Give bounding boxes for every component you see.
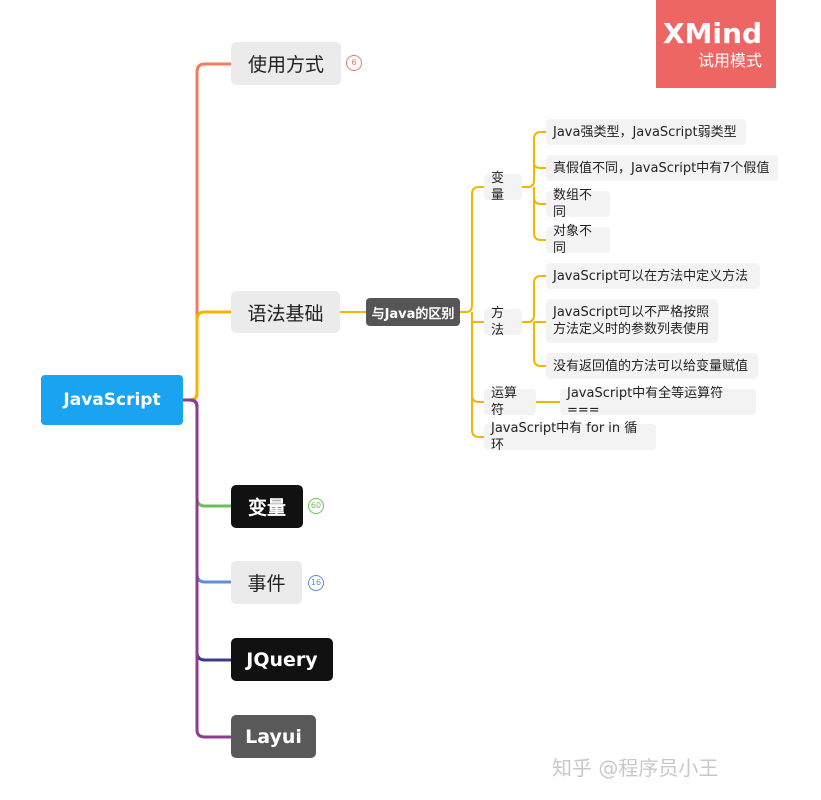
variable-diff-item[interactable]: 对象不同: [546, 224, 610, 256]
connector-groups: [460, 186, 484, 438]
operator-diff-item[interactable]: JavaScript中有全等运算符===: [560, 386, 756, 418]
footer-attribution: 知乎 @程序员小王: [552, 756, 719, 780]
operator-group-label[interactable]: 运算符: [484, 386, 536, 418]
connector-method-leaves: [522, 275, 546, 367]
method-diff-item[interactable]: JavaScript可以在方法中定义方法: [546, 263, 760, 289]
compare-with-java-topic[interactable]: 与Java的区别: [366, 298, 460, 326]
xmind-watermark: XMind 试用模式: [656, 0, 776, 88]
topic-usage-count-badge[interactable]: 6: [346, 55, 362, 71]
connector-syntax: [183, 310, 231, 402]
connector-variables: [183, 398, 231, 508]
watermark-brand: XMind: [662, 17, 762, 50]
topic-syntax[interactable]: 语法基础: [231, 291, 340, 333]
connector-layui: [183, 398, 231, 739]
topic-usage[interactable]: 使用方式: [231, 42, 341, 85]
connector-usage: [183, 62, 231, 402]
variable-group-label[interactable]: 变量: [484, 171, 522, 203]
connector-jquery: [183, 398, 231, 662]
topic-layui[interactable]: Layui: [231, 715, 316, 758]
topic-jquery[interactable]: JQuery: [231, 638, 333, 681]
topic-events[interactable]: 事件: [231, 561, 302, 604]
variable-diff-item[interactable]: 数组不同: [546, 188, 610, 220]
topic-events-count-badge[interactable]: 16: [308, 575, 324, 591]
connector-events: [183, 398, 231, 584]
method-group-label[interactable]: 方法: [484, 306, 522, 338]
topic-variables[interactable]: 变量: [231, 485, 303, 528]
root-topic[interactable]: JavaScript: [41, 375, 183, 425]
variable-diff-item[interactable]: 真假值不同，JavaScript中有7个假值: [546, 155, 778, 181]
variable-diff-item[interactable]: Java强类型，JavaScript弱类型: [546, 119, 746, 145]
method-diff-item[interactable]: 没有返回值的方法可以给变量赋值: [546, 353, 758, 379]
watermark-mode: 试用模式: [697, 51, 762, 70]
method-diff-item[interactable]: JavaScript可以不严格按照 方法定义时的参数列表使用: [546, 299, 718, 343]
loop-diff-item[interactable]: JavaScript中有 for in 循环: [484, 421, 656, 453]
topic-variables-count-badge[interactable]: 60: [308, 498, 324, 514]
connector-variable-leaves: [522, 131, 546, 241]
